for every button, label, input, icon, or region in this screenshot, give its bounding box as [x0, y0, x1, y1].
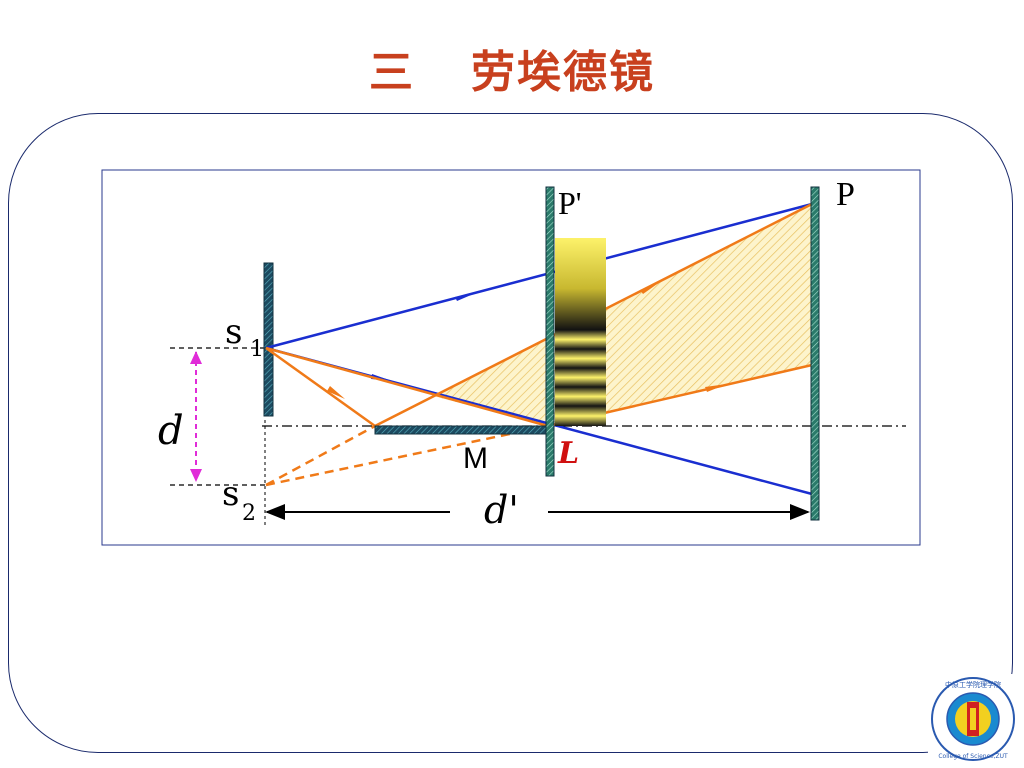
label-point-p: P [836, 176, 855, 213]
content-frame [8, 113, 1013, 753]
overlap-region [433, 204, 812, 426]
blue-ray-arrow-upper [455, 292, 478, 301]
college-logo: 中原工学院理学院 College of Science,ZUT [928, 674, 1018, 764]
label-mirror-m: M [463, 442, 488, 475]
screen-p [810, 186, 820, 521]
label-s1-subscript: 1 [250, 337, 264, 362]
title-number: 三 [369, 47, 415, 98]
logo-english-text: College of Science,ZUT [938, 753, 1008, 760]
source-slit [263, 262, 274, 417]
orange-ray-to-mirror [265, 346, 376, 428]
title-text: 劳埃德镜 [471, 47, 655, 98]
label-s2: s [222, 474, 239, 514]
label-s1: s [225, 312, 242, 352]
orange-ray-direct-L [265, 346, 549, 428]
label-point-p-prime: P' [558, 185, 582, 221]
screen-p-prime [545, 186, 555, 477]
logo-chinese-text: 中原工学院理学院 [945, 680, 1001, 689]
orange-arrow-3 [705, 384, 727, 392]
label-s2-subscript: 2 [242, 501, 256, 526]
virtual-ray-to-mirror [265, 424, 376, 487]
fringe-pattern [555, 238, 606, 426]
label-d: d [158, 408, 184, 454]
orange-arrow-2 [640, 282, 660, 294]
label-point-l: L [557, 436, 579, 471]
d-arrow-down [190, 469, 202, 482]
label-d-prime: d' [484, 488, 519, 532]
virtual-ray-to-L [265, 424, 549, 487]
orange-arrow-1 [327, 386, 345, 399]
d-arrow-up [190, 351, 202, 364]
blue-ray-upper [265, 202, 813, 350]
slide-title: 三 劳埃德镜 [0, 36, 1024, 100]
lloyd-mirror [374, 425, 548, 435]
